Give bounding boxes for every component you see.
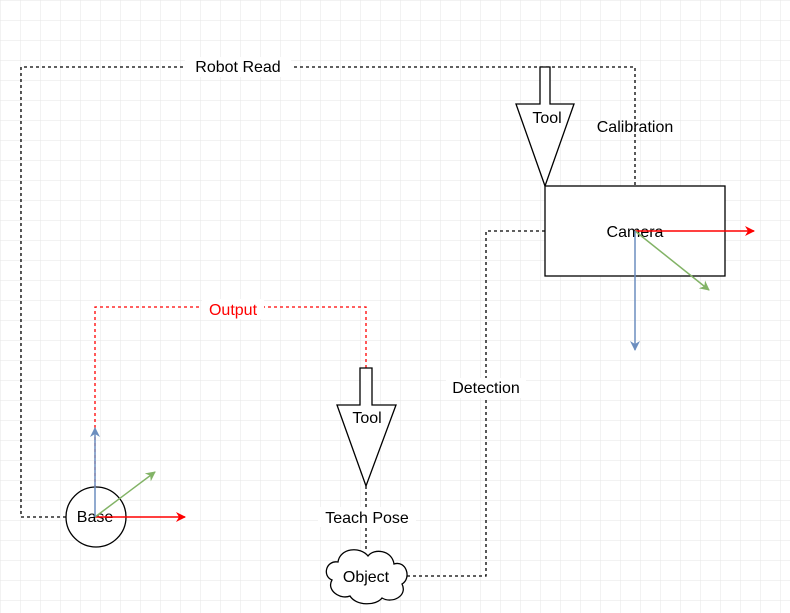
detection-connector[interactable] bbox=[404, 230, 545, 577]
output-label: Output bbox=[209, 302, 258, 319]
robot-read-connector[interactable] bbox=[20, 66, 636, 518]
teach-pose-label-bg bbox=[318, 507, 416, 527]
object-label: Object bbox=[343, 569, 390, 586]
tool-top-label: Tool bbox=[532, 110, 561, 127]
tool-bottom-label: Tool bbox=[352, 410, 381, 427]
tool-top-node[interactable] bbox=[515, 66, 575, 188]
robot-read-label-bg bbox=[185, 57, 291, 77]
detection-label: Detection bbox=[452, 380, 520, 397]
output-label-bg bbox=[202, 299, 264, 319]
detection-label-bg bbox=[446, 378, 526, 398]
base-y-axis-arrow bbox=[94, 471, 156, 518]
calibration-label: Calibration bbox=[597, 119, 673, 136]
tool-bottom-node[interactable] bbox=[336, 367, 397, 488]
output-connector[interactable] bbox=[94, 306, 367, 488]
object-node[interactable] bbox=[325, 549, 408, 605]
robot-read-label: Robot Read bbox=[195, 59, 280, 76]
camera-y-axis-arrow bbox=[634, 230, 710, 291]
teach-pose-label: Teach Pose bbox=[325, 510, 409, 527]
